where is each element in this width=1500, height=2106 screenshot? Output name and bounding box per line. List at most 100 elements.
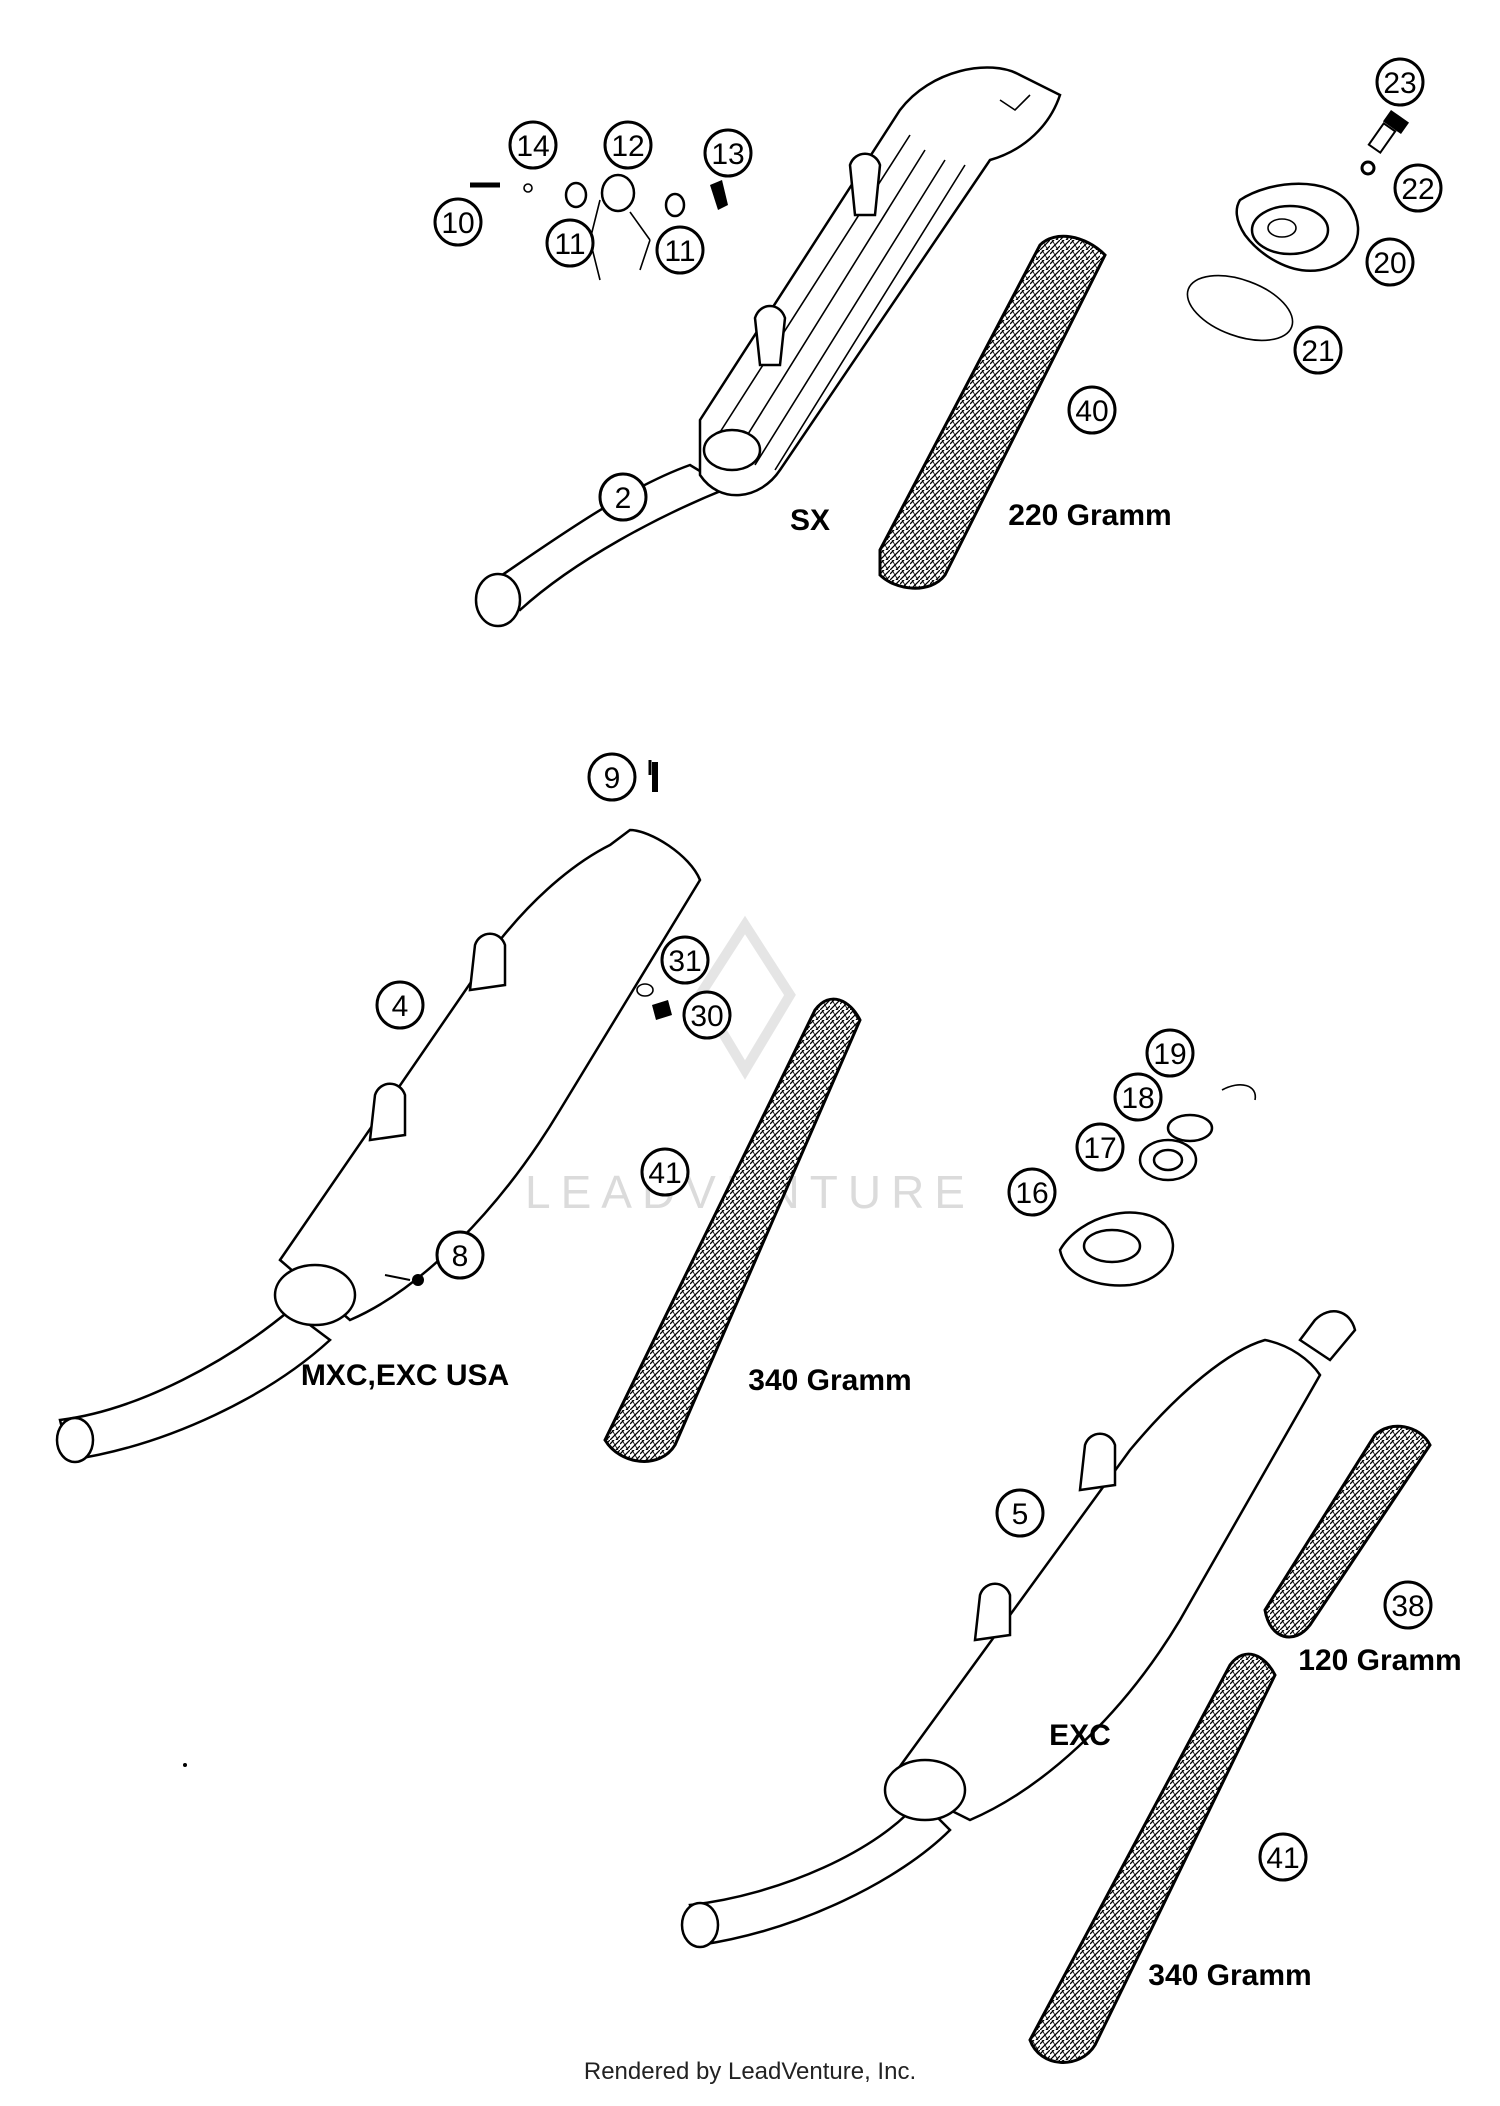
callout-18: 18 [1113, 1072, 1163, 1122]
callout-number: 9 [604, 762, 621, 795]
mxc-silencer [55, 760, 702, 1464]
callout-circle [1145, 1028, 1195, 1078]
end-cap-20 [1235, 182, 1360, 273]
callout-10: 10 [433, 197, 483, 247]
packing-38 [1263, 1424, 1432, 1639]
callout-22: 22 [1393, 163, 1443, 213]
callout-11: 11 [655, 225, 705, 275]
callout-21: 21 [1293, 325, 1343, 375]
callout-number: 41 [648, 1157, 681, 1190]
washer-22 [1360, 160, 1376, 176]
callout-circle [1113, 1072, 1163, 1122]
label-weight-340-bottom: 340 Gramm [1148, 1959, 1311, 1992]
screw-23 [1367, 109, 1410, 155]
callout-number: 31 [668, 945, 701, 978]
callout-circle [1375, 57, 1425, 107]
callout-circle [1393, 163, 1443, 213]
callout-4: 4 [375, 980, 425, 1030]
callout-2: 2 [598, 472, 648, 522]
callout-circle [640, 1147, 690, 1197]
callout-circle [587, 752, 637, 802]
callout-circle [1067, 385, 1117, 435]
callout-number: 22 [1401, 173, 1434, 206]
callout-20: 20 [1365, 237, 1415, 287]
exc-silencer [680, 1310, 1357, 1949]
callout-23: 23 [1375, 57, 1425, 107]
callout-19: 19 [1145, 1028, 1195, 1078]
callout-number: 17 [1083, 1132, 1116, 1165]
callout-number: 2 [615, 482, 632, 515]
callout-number: 40 [1075, 395, 1108, 428]
callout-circle [1258, 1832, 1308, 1882]
callout-9: 9 [587, 752, 637, 802]
callout-number: 20 [1373, 247, 1406, 280]
callout-number: 13 [711, 138, 744, 171]
callout-40: 40 [1067, 385, 1117, 435]
sx-silencer [474, 66, 1062, 628]
callout-41: 41 [640, 1147, 690, 1197]
footer-credit: Rendered by LeadVenture, Inc. [583, 2058, 917, 2085]
callout-circle [603, 120, 653, 170]
callout-circle [703, 128, 753, 178]
callout-number: 11 [554, 228, 585, 261]
callout-circle [1075, 1122, 1125, 1172]
callout-number: 18 [1121, 1082, 1154, 1115]
callout-number: 41 [1266, 1842, 1299, 1875]
callout-circle [995, 1488, 1045, 1538]
callout-number: 23 [1383, 67, 1416, 100]
callout-31: 31 [660, 935, 710, 985]
callout-30: 30 [682, 990, 732, 1040]
screw-8 [384, 1274, 424, 1286]
label-weight-120: 120 Gramm [1298, 1644, 1461, 1677]
callout-circle [682, 990, 732, 1040]
label-sx: SX [790, 504, 830, 537]
callout-number: 30 [690, 1000, 723, 1033]
small-hardware-top [470, 173, 728, 281]
callout-circle [660, 935, 710, 985]
packing-41-middle [603, 997, 862, 1463]
callout-circle [655, 225, 705, 275]
callout-13: 13 [703, 128, 753, 178]
screw-30 [652, 1000, 672, 1020]
callout-number: 14 [516, 130, 549, 163]
callout-circle [545, 218, 595, 268]
callout-circle [598, 472, 648, 522]
callout-circle [375, 980, 425, 1030]
label-mxc-exc-usa: MXC,EXC USA [301, 1359, 509, 1392]
washer-31 [636, 983, 654, 997]
packing-40 [878, 234, 1107, 590]
callout-number: 11 [664, 235, 695, 268]
callout-circle [508, 120, 558, 170]
end-cap-assembly [1058, 1084, 1256, 1287]
callout-number: 21 [1301, 335, 1334, 368]
callout-number: 4 [392, 990, 409, 1023]
callout-8: 8 [435, 1230, 485, 1280]
callout-circle [1293, 325, 1343, 375]
callout-number: 8 [452, 1240, 469, 1273]
callout-circle [435, 1230, 485, 1280]
label-exc: EXC [1049, 1719, 1111, 1752]
callout-number: 38 [1391, 1590, 1424, 1623]
callout-12: 12 [603, 120, 653, 170]
packing-41-bottom [1028, 1652, 1277, 2064]
callout-circle [1383, 1580, 1433, 1630]
callout-number: 19 [1153, 1038, 1186, 1071]
callout-38: 38 [1383, 1580, 1433, 1630]
callout-circle [433, 197, 483, 247]
callout-number: 16 [1015, 1177, 1048, 1210]
callout-14: 14 [508, 120, 558, 170]
callout-number: 5 [1012, 1498, 1029, 1531]
callout-number: 12 [611, 130, 644, 163]
label-weight-220: 220 Gramm [1008, 499, 1171, 532]
callout-circle [1365, 237, 1415, 287]
label-weight-340-middle: 340 Gramm [748, 1364, 911, 1397]
callout-number: 10 [441, 207, 474, 240]
callout-17: 17 [1075, 1122, 1125, 1172]
gasket-21 [1186, 274, 1294, 342]
stray-dot [183, 1763, 187, 1767]
callout-5: 5 [995, 1488, 1045, 1538]
callout-16: 16 [1007, 1167, 1057, 1217]
callout-circle [1007, 1167, 1057, 1217]
